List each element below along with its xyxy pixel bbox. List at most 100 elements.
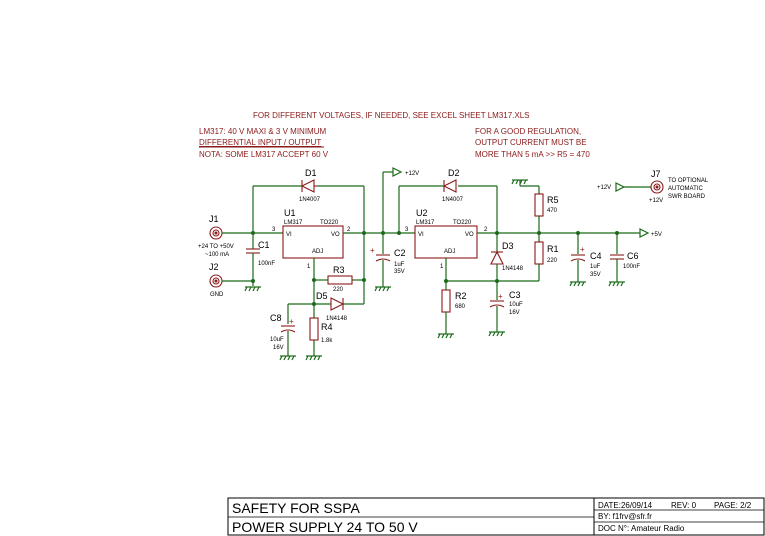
connector-j2: J2 GND <box>209 262 252 298</box>
r4-ref: R4 <box>321 322 333 332</box>
note-60v: NOTA: SOME LM317 ACCEPT 60 V <box>199 150 329 159</box>
note-voltages: FOR DIFFERENT VOLTAGES, IF NEEDED, SEE E… <box>253 111 530 120</box>
capacitor-c3: + C3 10uF 16V <box>489 290 523 316</box>
u1-pin3: 3 <box>272 227 276 233</box>
net-12v-label-a: +12V <box>405 171 419 177</box>
ground-r2-icon <box>437 333 454 339</box>
u2-vi: VI <box>418 232 424 238</box>
ground-c2-icon <box>374 286 391 292</box>
r3-value: 220 <box>333 287 344 293</box>
u1-part: LM317 <box>284 220 303 226</box>
title-block: SAFETY FOR SSPA POWER SUPPLY 24 TO 50 V … <box>227 497 765 536</box>
net-flag-12v-a: +12V <box>392 167 419 177</box>
u2-vo: VO <box>465 232 474 238</box>
svg-text:+: + <box>370 246 375 255</box>
c4-value: 1uF <box>590 264 601 270</box>
svg-text:+: + <box>289 317 294 326</box>
u2-part: LM317 <box>416 220 435 226</box>
j7-value2: AUTOMATIC <box>668 186 703 192</box>
u1-pin1: 1 <box>307 264 311 270</box>
resistor-r5: R5 470 <box>534 193 559 217</box>
j2-ref: J2 <box>209 262 219 272</box>
r2-ref: R2 <box>455 291 467 301</box>
ground-c1-icon <box>244 286 261 292</box>
c6-value: 100nF <box>623 264 640 270</box>
r2-value: 680 <box>455 304 466 310</box>
d1-value: 1N4007 <box>299 197 321 203</box>
title-date: DATE:26/09/14 <box>598 501 653 510</box>
r3-ref: R3 <box>333 265 345 275</box>
connector-j1: J1 +24 TO +50V ~100 mA <box>198 214 234 258</box>
title-by: BY: f1frv@sfr.fr <box>598 512 652 521</box>
c1-value: 100nF <box>258 261 275 267</box>
note-differential: DIFFERENTIAL INPUT / OUTPUT <box>199 138 321 147</box>
net-5v-label: +5V <box>651 232 662 238</box>
regulator-u2: U2 LM317 TO220 VI VO ADJ 3 2 1 <box>405 208 488 270</box>
c8-value: 10uF <box>270 337 284 343</box>
capacitor-c1: C1 100nF <box>246 233 275 286</box>
resistor-r1: R1 220 <box>534 241 559 265</box>
resistor-r2: R2 680 <box>441 289 467 313</box>
title-line1: SAFETY FOR SSPA <box>232 500 361 516</box>
c3-ref: C3 <box>509 290 521 300</box>
diode-d3: D3 1N4148 <box>490 241 524 272</box>
c3-voltage: 16V <box>509 310 520 316</box>
ground-c3-icon <box>488 331 505 337</box>
net-12v-label-b: +12V <box>597 185 611 191</box>
u1-package: TO220 <box>320 220 339 226</box>
j7-ref: J7 <box>651 169 661 179</box>
d3-value: 1N4148 <box>502 266 524 272</box>
u2-pin2: 2 <box>484 227 488 233</box>
j1-value2: ~100 mA <box>205 252 229 258</box>
j7-value: TO OPTIONAL <box>668 178 709 184</box>
title-line2: POWER SUPPLY 24 TO 50 V <box>232 519 418 535</box>
j1-ref: J1 <box>209 214 219 224</box>
d2-ref: D2 <box>448 168 460 178</box>
c1-ref: C1 <box>258 240 270 250</box>
j7-net: +12V <box>649 198 663 204</box>
note-output-current: OUTPUT CURRENT MUST BE <box>475 138 587 147</box>
c8-voltage: 16V <box>273 345 284 351</box>
note-lm317-limits: LM317: 40 V MAXI & 3 V MINIMUM <box>199 127 326 136</box>
r4-value: 1.8k <box>321 338 333 344</box>
j1-value: +24 TO +50V <box>198 244 234 250</box>
ground-c4-icon <box>569 281 586 287</box>
c4-ref: C4 <box>590 251 602 261</box>
d5-value: 1N4148 <box>326 316 348 322</box>
j7-value3: SWR BOARD <box>668 194 706 200</box>
u1-vi: VI <box>286 232 292 238</box>
u2-pin1: 1 <box>440 264 444 270</box>
diode-d2: D2 1N4007 <box>442 168 464 203</box>
title-doc: DOC N°: Amateur Radio <box>598 524 685 533</box>
ground-r4-icon <box>305 355 322 361</box>
c2-ref: C2 <box>394 248 406 258</box>
u1-pin2: 2 <box>347 227 351 233</box>
u2-adj: ADJ <box>444 249 455 255</box>
title-page: PAGE: 2/2 <box>714 501 752 510</box>
u1-adj: ADJ <box>312 249 323 255</box>
ground-c6-icon <box>608 281 625 287</box>
svg-text:+: + <box>580 245 585 254</box>
d1-ref: D1 <box>305 168 317 178</box>
capacitor-c6: C6 100nF <box>610 251 640 270</box>
regulator-u1: U1 LM317 TO220 VI VO ADJ 3 2 1 <box>272 208 351 270</box>
u2-ref: U2 <box>416 208 428 218</box>
diode-d1: D1 1N4007 <box>299 168 321 203</box>
net-flag-5v: +5V <box>639 228 662 238</box>
connector-j7: J7 +12V TO OPTIONAL AUTOMATIC SWR BOARD <box>649 169 709 204</box>
capacitor-c8: + C8 10uF 16V <box>270 313 296 351</box>
capacitor-c4: + C4 1uF 35V <box>570 245 602 278</box>
r1-ref: R1 <box>547 244 559 254</box>
svg-text:+: + <box>498 292 503 301</box>
d2-value: 1N4007 <box>442 197 464 203</box>
c3-value: 10uF <box>509 302 523 308</box>
resistor-r3: R3 220 <box>327 265 353 293</box>
u2-pin3: 3 <box>405 227 409 233</box>
note-r5: MORE THAN 5 mA >> R5 = 470 <box>475 150 590 159</box>
u1-ref: U1 <box>284 208 296 218</box>
d3-ref: D3 <box>502 241 514 251</box>
d5-ref: D5 <box>316 291 328 301</box>
u1-vo: VO <box>331 232 340 238</box>
diode-d5: D5 1N4148 <box>316 291 348 322</box>
